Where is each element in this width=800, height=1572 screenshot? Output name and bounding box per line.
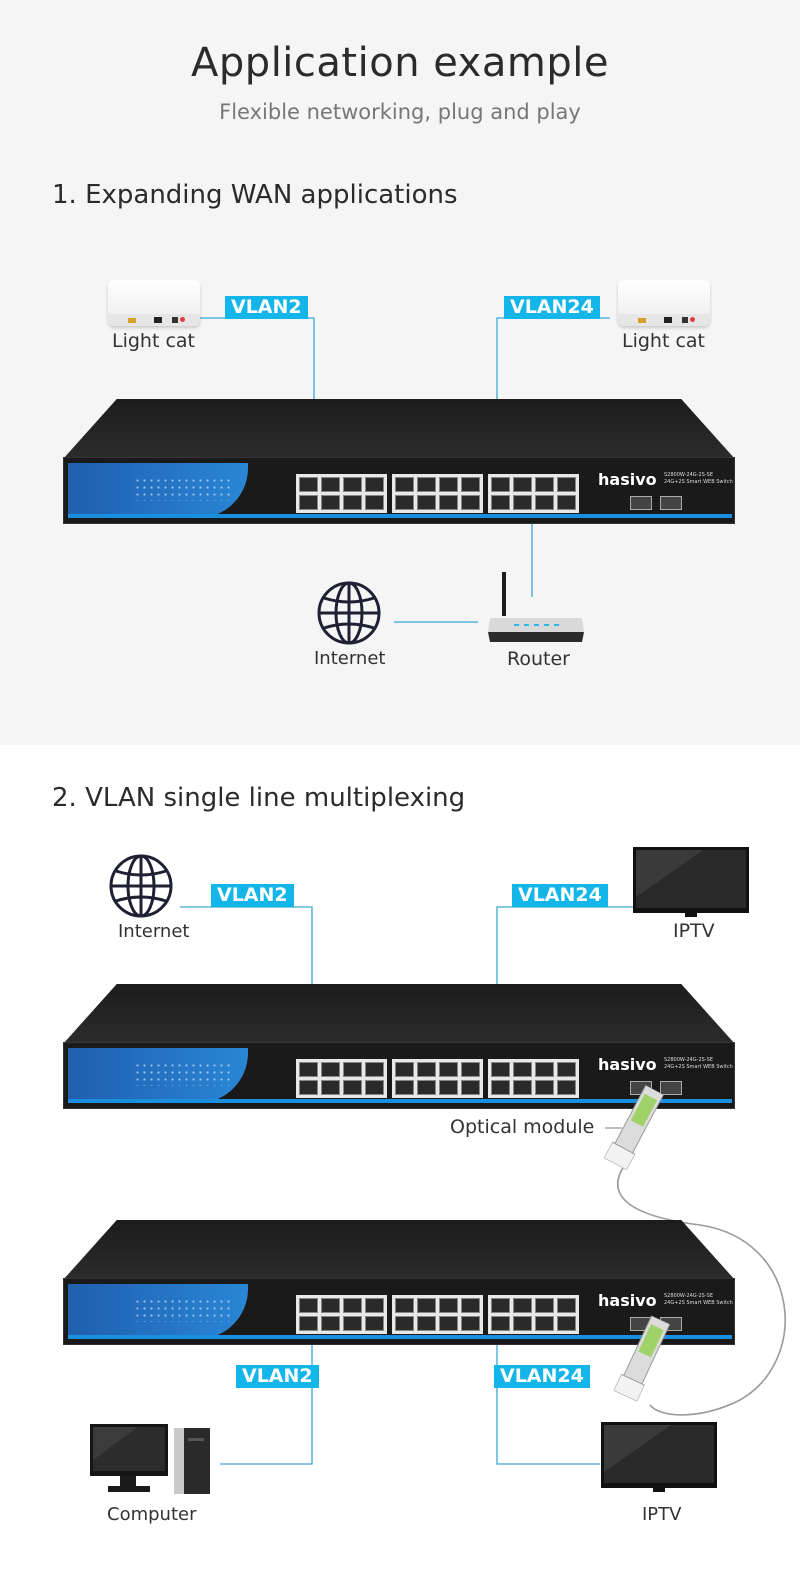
- vlan-badge-bottom-left: VLAN2: [236, 1365, 319, 1388]
- light-cat-right: [618, 280, 710, 326]
- iptv-label-top: IPTV: [673, 920, 715, 942]
- router-label: Router: [507, 648, 570, 670]
- internet-label-1: Internet: [314, 648, 386, 669]
- switch-brand: hasivo: [598, 470, 657, 489]
- vlan-badge-top-right: VLAN24: [512, 884, 608, 907]
- iptv-label-bottom: IPTV: [642, 1504, 682, 1525]
- section-2-title: 2. VLAN single line multiplexing: [52, 783, 466, 813]
- section-wan-background: [0, 0, 800, 745]
- switch-brand: hasivo: [598, 1291, 657, 1310]
- light-cat-left: [108, 280, 200, 326]
- vlan-badge-bottom-right: VLAN24: [494, 1365, 590, 1388]
- globe-icon: [109, 854, 173, 918]
- router-icon: [488, 572, 584, 642]
- optical-module-label: Optical module: [450, 1116, 595, 1138]
- computer-label: Computer: [107, 1504, 197, 1525]
- light-cat-right-label: Light cat: [622, 330, 705, 352]
- iptv-icon: [601, 1422, 717, 1492]
- vlan-badge-wan-right: VLAN24: [504, 296, 600, 319]
- vlan-badge-wan-left: VLAN2: [225, 296, 308, 319]
- optical-module-icon: [613, 1315, 671, 1402]
- optical-module-icon: [603, 1084, 665, 1171]
- section-1-title: 1. Expanding WAN applications: [52, 180, 458, 210]
- computer-icon: [90, 1424, 210, 1494]
- internet-label-2: Internet: [118, 921, 190, 942]
- vlan-badge-top-left: VLAN2: [211, 884, 294, 907]
- switch-brand: hasivo: [598, 1055, 657, 1074]
- globe-icon: [317, 581, 381, 645]
- page-title: Application example: [191, 40, 609, 86]
- iptv-icon: [633, 847, 749, 917]
- light-cat-left-label: Light cat: [112, 330, 195, 352]
- page-subtitle: Flexible networking, plug and play: [219, 100, 581, 124]
